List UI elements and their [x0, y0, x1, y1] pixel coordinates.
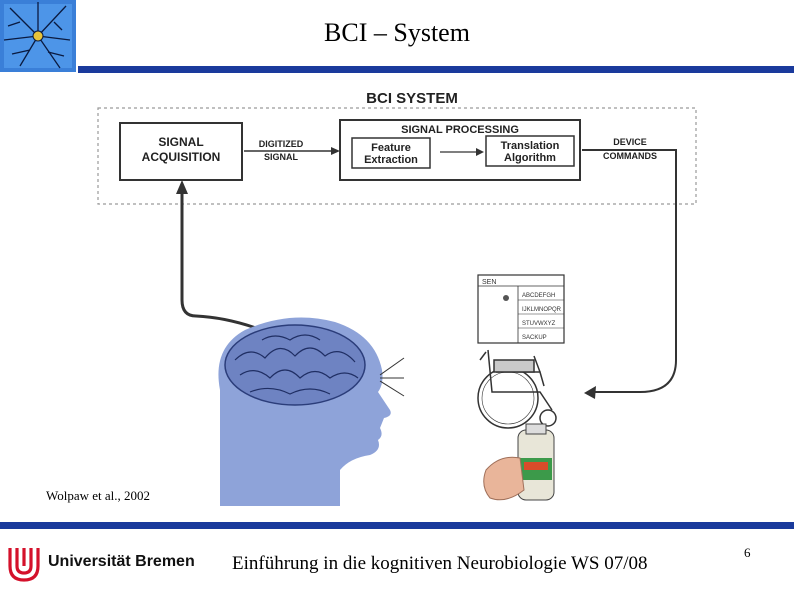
footer-text: Einführung in die kognitiven Neurobiolog…: [232, 553, 648, 574]
brain-signal-arrowhead: [176, 180, 188, 194]
speller-row-1: ABCDEFGH: [522, 293, 555, 299]
signal-processing-label: SIGNAL PROCESSING: [401, 124, 519, 136]
device-commands-arrow: [582, 149, 677, 393]
signal-acquisition-line2: ACQUISITION: [142, 150, 221, 164]
bottle-in-hand-image: [483, 423, 555, 501]
bci-system-header: BCI SYSTEM: [366, 90, 458, 107]
university-logo-icon: [4, 544, 44, 584]
speller-row-2: IJKLMNOPQR: [522, 307, 562, 313]
top-divider-bar: [78, 66, 794, 73]
speller-label: SEN: [482, 279, 496, 286]
speller-row-4: SACKUP: [522, 335, 547, 341]
translation-algorithm-box: [485, 135, 575, 167]
signal-acquisition-box: [119, 122, 243, 181]
commands-label: COMMANDS: [603, 151, 657, 161]
feature-extraction-line2: Extraction: [364, 154, 418, 166]
digitized-label: DIGITIZED: [259, 139, 304, 149]
signal-label: SIGNAL: [264, 152, 299, 162]
device-commands-arrowhead: [584, 386, 596, 399]
signal-acquisition-line1: SIGNAL: [158, 135, 203, 149]
wheelchair-icon: [477, 349, 557, 429]
bottom-divider-bar: [0, 522, 794, 529]
speller-cursor: [503, 295, 509, 301]
brain: [224, 324, 366, 406]
feature-extraction-line1: Feature: [371, 142, 411, 154]
digitized-arrowhead: [331, 147, 340, 155]
university-name: Universität Bremen: [48, 553, 195, 570]
system-boundary: [97, 107, 697, 205]
translation-algorithm-line2: Algorithm: [504, 152, 556, 164]
translation-algorithm-line1: Translation: [501, 140, 560, 152]
citation: Wolpaw et al., 2002: [46, 488, 151, 503]
page-number: 6: [744, 545, 751, 560]
feature-arrowhead: [476, 148, 484, 156]
device-label: DEVICE: [613, 137, 647, 147]
brain-folds: [234, 334, 359, 395]
feature-extraction-box: [351, 137, 431, 169]
vision-rays: [379, 357, 405, 397]
speller-row-3: STUVWXYZ: [522, 321, 556, 327]
slide-title: BCI – System: [324, 18, 470, 47]
neuron-logo: [0, 0, 76, 72]
